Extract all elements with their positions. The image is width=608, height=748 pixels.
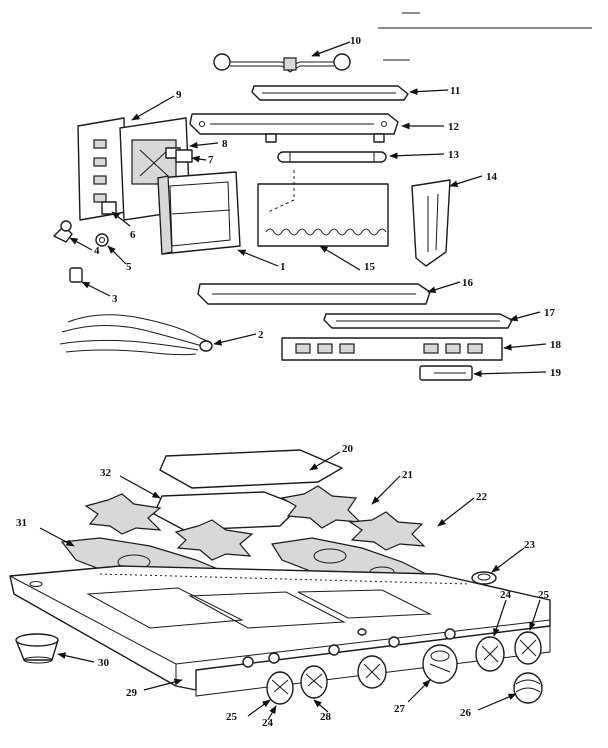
part-22-burner-grate <box>348 511 426 551</box>
part-7-bracket <box>175 149 193 163</box>
burner-grate-left <box>84 493 162 535</box>
callout-29: 29 <box>126 687 138 699</box>
callout-8: 8 <box>222 138 228 150</box>
part-16-bottom-rail <box>197 283 431 305</box>
callout-13: 13 <box>448 149 460 161</box>
callout-23: 23 <box>524 539 536 551</box>
knob-25-right <box>514 631 542 665</box>
callout-11: 11 <box>450 85 460 97</box>
callout-4: 4 <box>94 245 100 257</box>
leader-arrows <box>39 41 547 721</box>
knob-center <box>357 655 387 689</box>
callout-24-lower: 24 <box>262 717 274 729</box>
callout-14: 14 <box>486 171 498 183</box>
callout-10: 10 <box>350 35 362 47</box>
callout-17: 17 <box>544 307 556 319</box>
callout-21: 21 <box>402 469 413 481</box>
callout-25-upper: 25 <box>538 589 550 601</box>
callout-labels: 10 11 12 13 14 15 16 17 18 19 9 8 7 6 5 … <box>16 35 562 729</box>
part-29-cooktop-body <box>9 565 551 697</box>
knob-26 <box>513 672 543 704</box>
part-11-top-rail <box>251 85 409 101</box>
part-3-clip <box>69 267 83 283</box>
callout-7: 7 <box>208 154 214 166</box>
callout-2: 2 <box>258 329 264 341</box>
callout-9: 9 <box>176 89 182 101</box>
callout-20: 20 <box>342 443 354 455</box>
part-19-clip <box>419 365 473 381</box>
part-32-drip-pan <box>153 491 301 531</box>
knob-27 <box>422 644 458 684</box>
callout-22: 22 <box>476 491 488 503</box>
callout-12: 12 <box>448 121 460 133</box>
callout-18: 18 <box>550 339 562 351</box>
callout-16: 16 <box>462 277 474 289</box>
part-10-wire-harness <box>213 53 351 73</box>
part-9-control-panel <box>77 117 127 221</box>
callout-1: 1 <box>280 261 286 273</box>
header-lines <box>378 12 592 61</box>
callout-32: 32 <box>100 467 112 479</box>
callout-26: 26 <box>460 707 472 719</box>
part-1-oven-frame <box>157 171 241 255</box>
part-20-top-grate <box>159 449 343 489</box>
part-14-side-bracket <box>411 179 451 267</box>
callout-3: 3 <box>112 293 118 305</box>
callout-19: 19 <box>550 367 562 379</box>
part-4-knob-stem <box>53 220 73 243</box>
part-15-heat-shield <box>257 170 389 247</box>
part-5-nut <box>95 233 109 247</box>
part-23-grommet <box>471 571 497 585</box>
part-13-manifold-tube <box>277 151 387 163</box>
part-18-control-strip <box>281 337 503 361</box>
part-12-manifold-bracket <box>189 113 399 143</box>
part-2-power-cord <box>59 314 213 356</box>
callout-25-lower: 25 <box>226 711 238 723</box>
callout-30: 30 <box>98 657 110 669</box>
callout-31: 31 <box>16 517 27 529</box>
callout-24-upper: 24 <box>500 589 512 601</box>
part-17-rail <box>323 313 513 329</box>
callout-6: 6 <box>130 229 136 241</box>
knob-24-front <box>266 671 294 705</box>
callout-5: 5 <box>126 261 132 273</box>
callout-27: 27 <box>394 703 406 715</box>
callout-28: 28 <box>320 711 332 723</box>
part-30-cup <box>15 633 59 664</box>
part-6-switch <box>101 201 117 215</box>
callout-15: 15 <box>364 261 376 273</box>
knob-28 <box>300 665 328 699</box>
knob-24-right <box>475 636 505 672</box>
burner-grate-center <box>174 519 254 561</box>
